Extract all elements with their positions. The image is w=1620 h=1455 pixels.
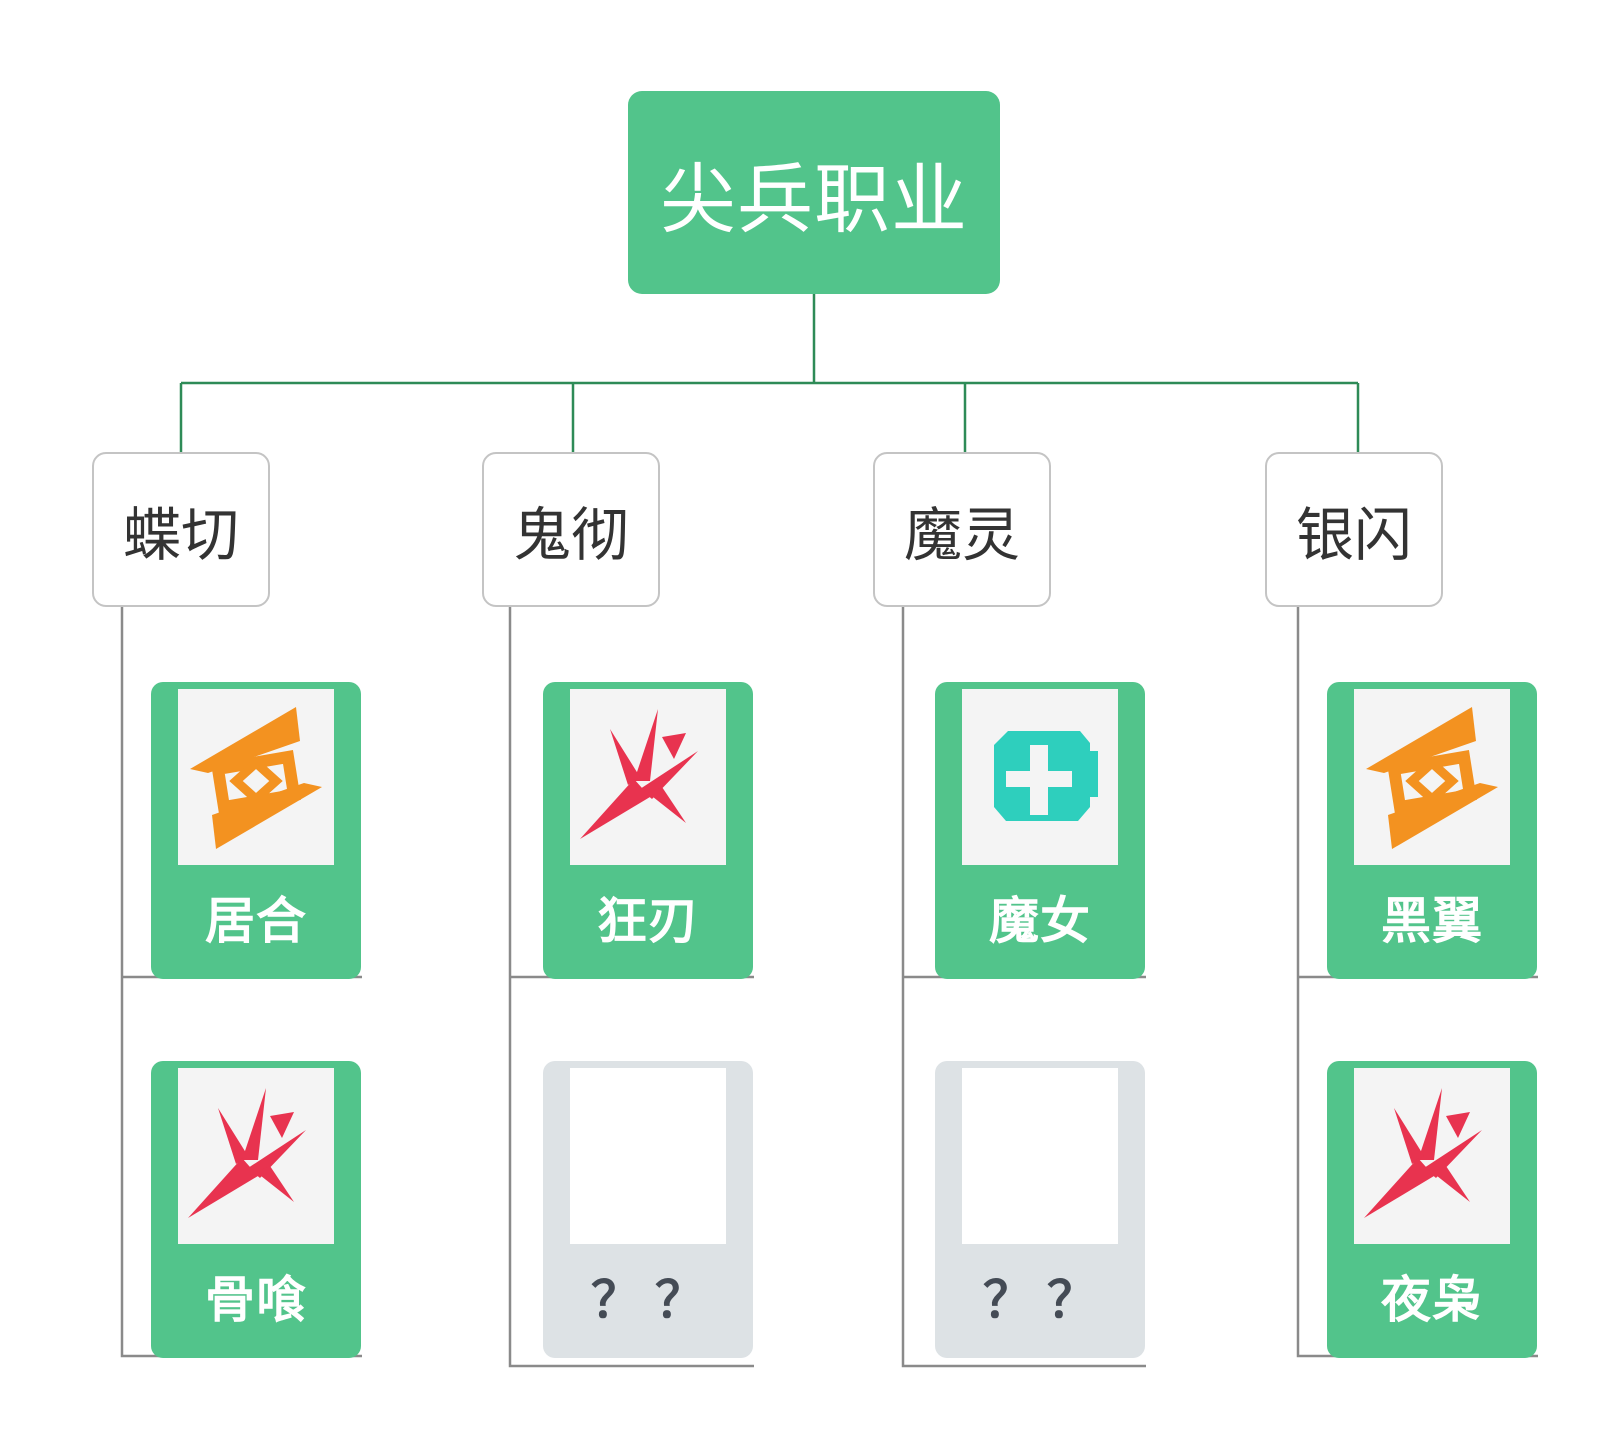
red-slash-icon xyxy=(188,1088,306,1218)
job-label: 居合 xyxy=(205,892,307,950)
branch-label: 银闪 xyxy=(1295,500,1412,569)
branch-label: 魔灵 xyxy=(903,500,1020,569)
job-label: 夜枭 xyxy=(1381,1271,1483,1329)
branch-node-4: 银闪 xyxy=(1265,452,1443,607)
branch-node-1: 蝶切 xyxy=(92,452,270,607)
root-node: 尖兵职业 xyxy=(628,91,1000,294)
job-card: 魔女 xyxy=(935,682,1145,979)
branch-node-3: 魔灵 xyxy=(873,452,1051,607)
unknown-job-card: ？？ xyxy=(543,1061,753,1358)
branch-node-2: 鬼彻 xyxy=(482,452,660,607)
red-slash-icon xyxy=(580,709,698,839)
branch-label: 鬼彻 xyxy=(512,500,629,569)
job-card: 夜枭 xyxy=(1327,1061,1537,1358)
red-slash-icon xyxy=(1364,1088,1482,1218)
job-label: 狂刃 xyxy=(597,892,699,950)
unknown-job-card: ？？ xyxy=(935,1061,1145,1358)
job-label: 骨喰 xyxy=(205,1271,307,1329)
job-card: 狂刃 xyxy=(543,682,753,979)
blank-icon-frame xyxy=(570,1068,726,1244)
job-card: 居合 xyxy=(151,682,361,979)
job-card: 黑翼 xyxy=(1327,682,1537,979)
blank-icon-frame xyxy=(962,1068,1118,1244)
job-card: 骨喰 xyxy=(151,1061,361,1358)
root-title: 尖兵职业 xyxy=(660,154,968,244)
orange-ticket-icon xyxy=(190,707,322,849)
job-label: ？？ xyxy=(983,1271,1111,1329)
job-label: ？？ xyxy=(591,1271,719,1329)
branch-label: 蝶切 xyxy=(122,500,239,569)
job-label: 魔女 xyxy=(989,892,1091,950)
job-label: 黑翼 xyxy=(1381,892,1483,950)
teal-medkit-icon xyxy=(994,731,1098,821)
orange-ticket-icon xyxy=(1366,707,1498,849)
